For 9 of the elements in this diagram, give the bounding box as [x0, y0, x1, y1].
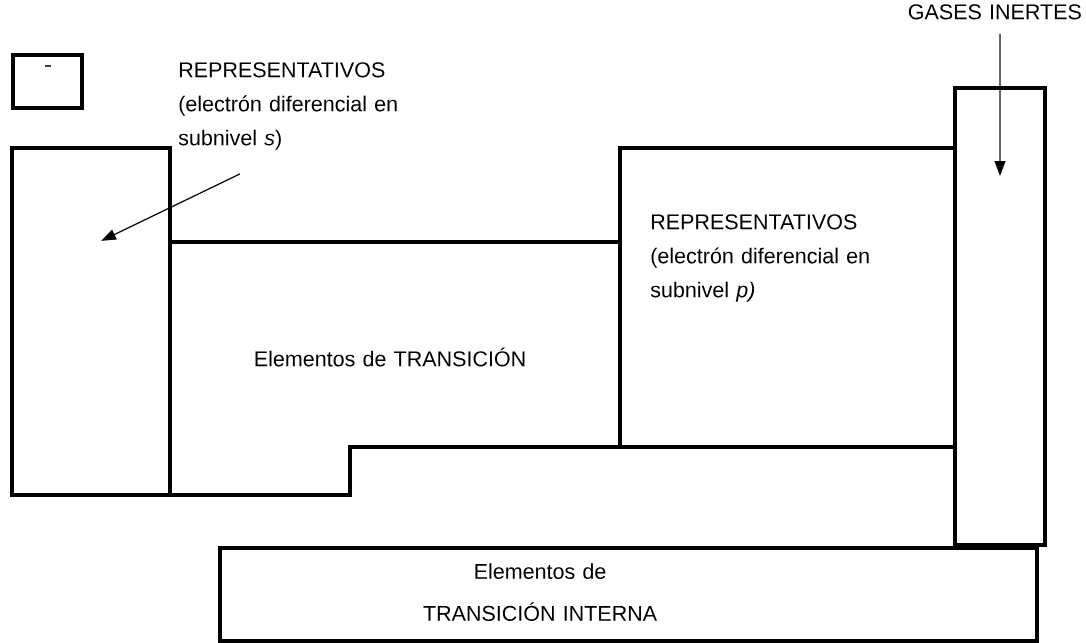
block-region: REPRESENTATIVOS (electrón diferencial en subnivel p) — [618, 146, 957, 449]
annotation-text: GASES INERTES — [908, 4, 1081, 20]
block-region: Elementos de TRANSICIÓN — [168, 240, 622, 497]
block-box — [11, 53, 84, 110]
arrow — [101, 173, 241, 241]
block-box — [953, 86, 1047, 547]
block-box — [10, 146, 172, 497]
annotation-text: REPRESENTATIVOS (electrón diferencial en subnivel s) — [178, 62, 397, 150]
block-region: Elementos de TRANSICIÓN INTERNA — [218, 546, 1039, 643]
